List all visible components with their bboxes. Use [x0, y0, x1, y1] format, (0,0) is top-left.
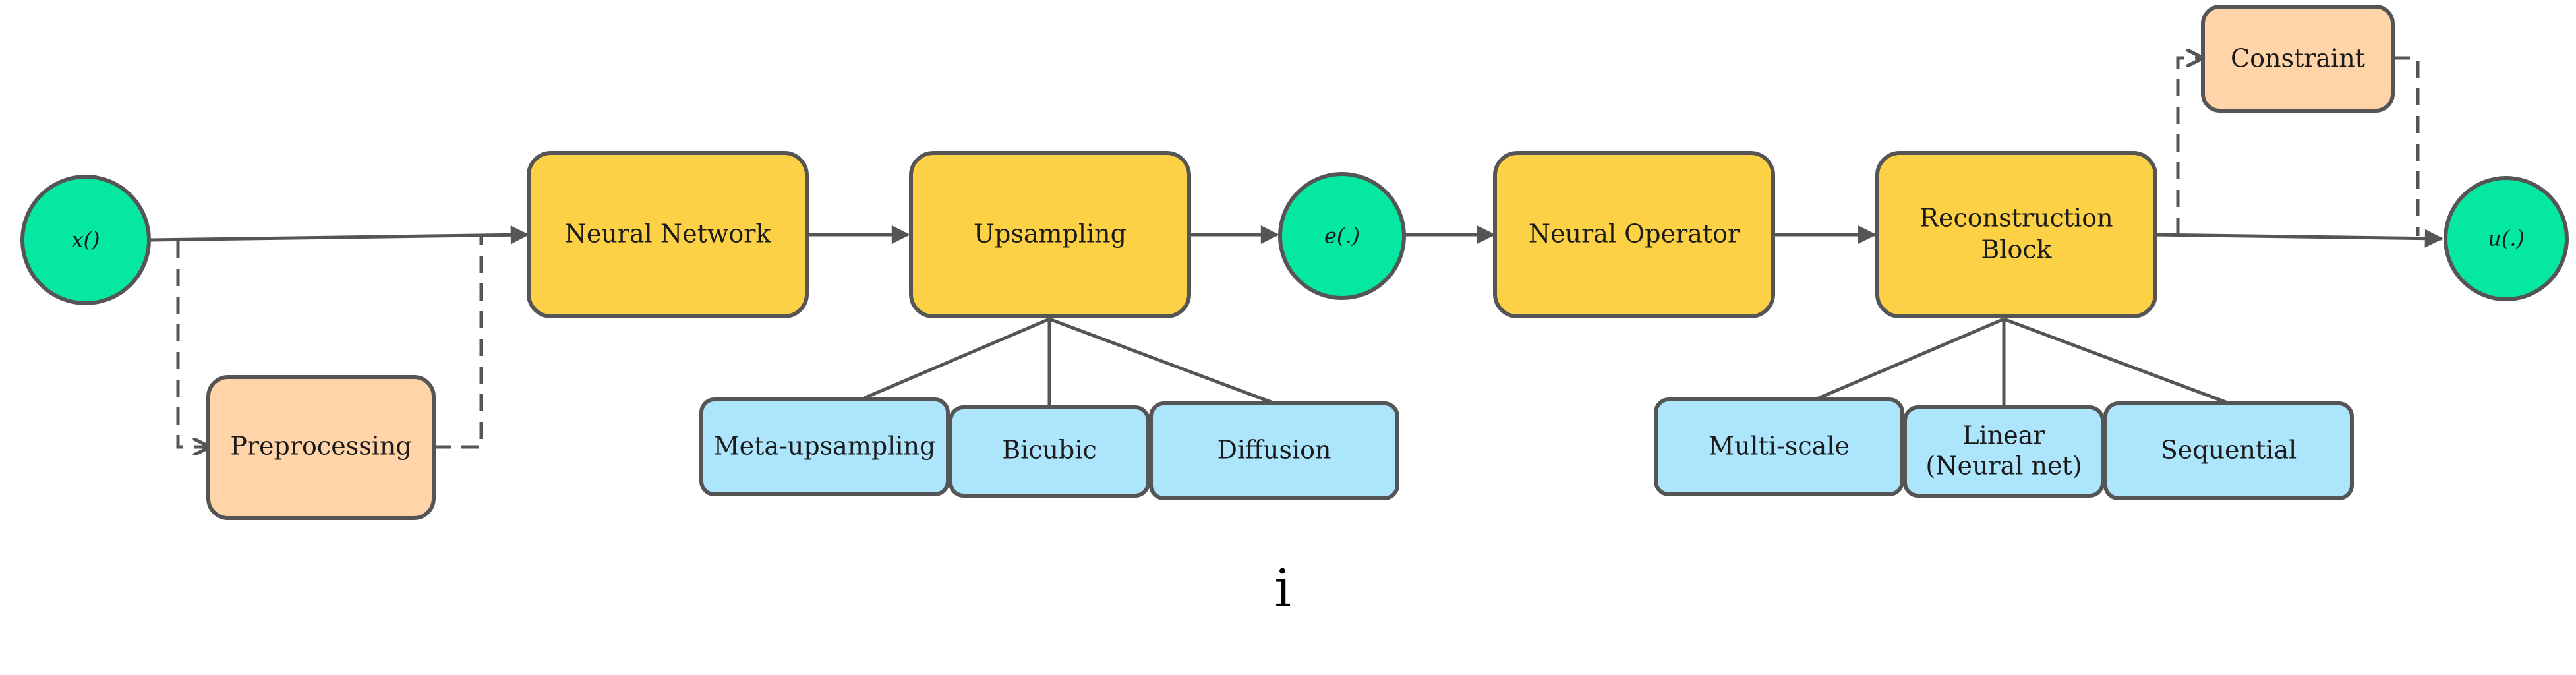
upsampling-option-diffusion: Diffusion: [1149, 401, 1399, 500]
preprocessing-block: Preprocessing: [206, 375, 436, 520]
input-node-label: x(): [71, 227, 100, 252]
reconstruction-option-sequential: Sequential: [2103, 401, 2354, 500]
reconstruction-label-line2: Block: [1981, 235, 2052, 264]
input-node: x(): [20, 175, 151, 305]
constraint-block: Constraint: [2201, 5, 2395, 113]
neural-operator-label: Neural Operator: [1529, 220, 1740, 249]
linear-box: [1903, 405, 2105, 498]
encoded-node-circle: [1278, 172, 1406, 300]
reconstruction-option-multiscale: Multi-scale: [1654, 397, 1904, 496]
multiscale-box: [1654, 397, 1904, 496]
edge-reconstruction-to-output: [2155, 229, 2444, 248]
link-upsampling-meta: [860, 317, 1050, 401]
constraint-box: [2201, 5, 2395, 113]
upsampling-block: Upsampling: [909, 151, 1191, 318]
edge-preprocessing-to-neural-network: [434, 236, 483, 449]
neural-operator-block: Neural Operator: [1493, 151, 1775, 318]
neural-network-label: Neural Network: [565, 220, 772, 249]
reconstruction-block: Reconstruction Block: [1875, 151, 2157, 318]
reconstruction-box: [1875, 151, 2157, 318]
diffusion-box: [1149, 401, 1399, 500]
figure-caption: i: [1274, 558, 1291, 619]
preprocessing-box: [206, 375, 436, 520]
sequential-box: [2103, 401, 2354, 500]
sequential-label: Sequential: [2161, 436, 2297, 465]
reconstruction-label-line1: Reconstruction: [1919, 204, 2113, 233]
link-upsampling-diffusion: [1049, 317, 1275, 405]
edge-input-to-preprocessing: [176, 241, 208, 447]
output-node-label: u(.): [2488, 226, 2525, 251]
diffusion-label: Diffusion: [1217, 436, 1331, 465]
linear-label-line2: (Neural net): [1925, 452, 2082, 481]
edges: [150, 56, 2444, 449]
preprocessing-label: Preprocessing: [230, 432, 411, 461]
neural-network-block: Neural Network: [527, 151, 809, 318]
encoded-node: e(.): [1278, 172, 1406, 300]
output-node: u(.): [2444, 176, 2569, 301]
input-node-circle: [20, 175, 151, 305]
bicubic-label: Bicubic: [1002, 436, 1097, 465]
linear-label-line1: Linear: [1962, 421, 2045, 450]
upsampling-label: Upsampling: [974, 220, 1127, 249]
link-reconstruction-multiscale: [1815, 317, 2005, 401]
bicubic-box: [949, 405, 1150, 498]
upsampling-option-bicubic: Bicubic: [949, 405, 1150, 498]
edge-reconstruction-to-constraint: [2176, 58, 2202, 235]
encoded-node-label: e(.): [1324, 223, 1360, 249]
constraint-label: Constraint: [2231, 44, 2365, 73]
neural-operator-box: [1493, 151, 1775, 318]
upsampling-option-meta: Meta-upsampling: [699, 397, 950, 496]
meta-upsampling-box: [699, 397, 950, 496]
upsampling-box: [909, 151, 1191, 318]
neural-network-box: [527, 151, 809, 318]
edge-input-to-neural-network: [150, 225, 529, 245]
edge-constraint-to-output: [2393, 56, 2420, 236]
multiscale-label: Multi-scale: [1709, 432, 1850, 461]
link-reconstruction-sequential: [2003, 317, 2230, 405]
output-node-circle: [2444, 176, 2569, 301]
meta-upsampling-label: Meta-upsampling: [714, 432, 936, 461]
reconstruction-option-linear: Linear (Neural net): [1903, 405, 2105, 498]
